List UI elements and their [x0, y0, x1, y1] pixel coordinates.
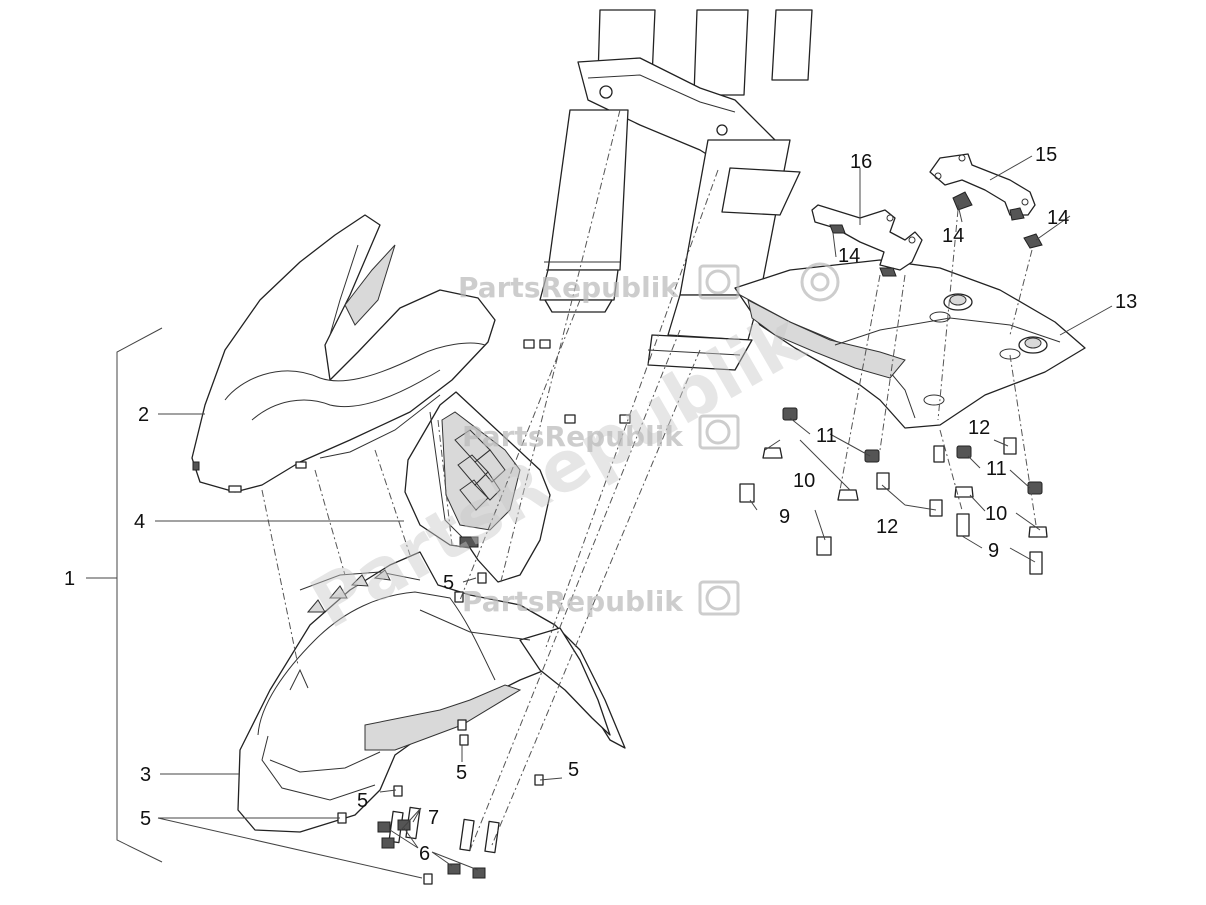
front-fork-assembly	[539, 9, 813, 371]
callout-11b: 11	[986, 458, 1007, 480]
callout-1: 1	[64, 568, 75, 590]
callout-3: 3	[140, 764, 151, 786]
callout-14b: 14	[942, 225, 964, 247]
watermark-3: PartsRepublik	[462, 585, 684, 618]
callout-9b: 9	[988, 540, 999, 562]
part-4-inner-cover	[404, 391, 551, 583]
callout-16: 16	[850, 151, 872, 173]
callout-15: 15	[1035, 144, 1057, 166]
leader-lines	[86, 155, 1113, 879]
watermarks: PartsRepublik PartsRepublik PartsRepubli…	[298, 262, 840, 645]
callout-12a: 12	[968, 417, 990, 439]
callout-5c: 5	[568, 759, 579, 781]
watermark-2: PartsRepublik	[462, 420, 684, 453]
watermark-1: PartsRepublik	[458, 271, 680, 304]
callout-9a: 9	[779, 506, 790, 528]
callout-10b: 10	[985, 503, 1007, 525]
part-2-front-beak	[191, 214, 496, 493]
part-16-bracket	[811, 204, 923, 277]
callout-5d: 5	[357, 790, 368, 812]
callout-7: 7	[428, 807, 439, 829]
callout-5b: 5	[456, 762, 467, 784]
callout-11a: 11	[816, 425, 837, 447]
callout-4: 4	[134, 511, 145, 533]
part-15-bracket	[929, 153, 1043, 249]
callout-13: 13	[1115, 291, 1137, 313]
callout-5e: 5	[140, 808, 151, 830]
callout-2: 2	[138, 404, 149, 426]
callout-10a: 10	[793, 470, 815, 492]
callout-12b: 12	[876, 516, 898, 538]
callout-labels: 1 2 3 4 5 5 5 5 5 6 7 9 9 10 10 11 11 12…	[64, 144, 1137, 865]
callout-14c: 14	[1047, 207, 1069, 229]
callout-14a: 14	[838, 245, 860, 267]
callout-5a: 5	[443, 572, 454, 594]
watermark-gear-icon	[698, 262, 840, 616]
callout-6: 6	[419, 843, 430, 865]
part-3-front-mudguard	[237, 551, 626, 833]
assembly-dash-lines	[261, 109, 1037, 851]
part-13-skid-plate	[734, 259, 1086, 429]
hardware-fasteners	[337, 339, 1048, 885]
